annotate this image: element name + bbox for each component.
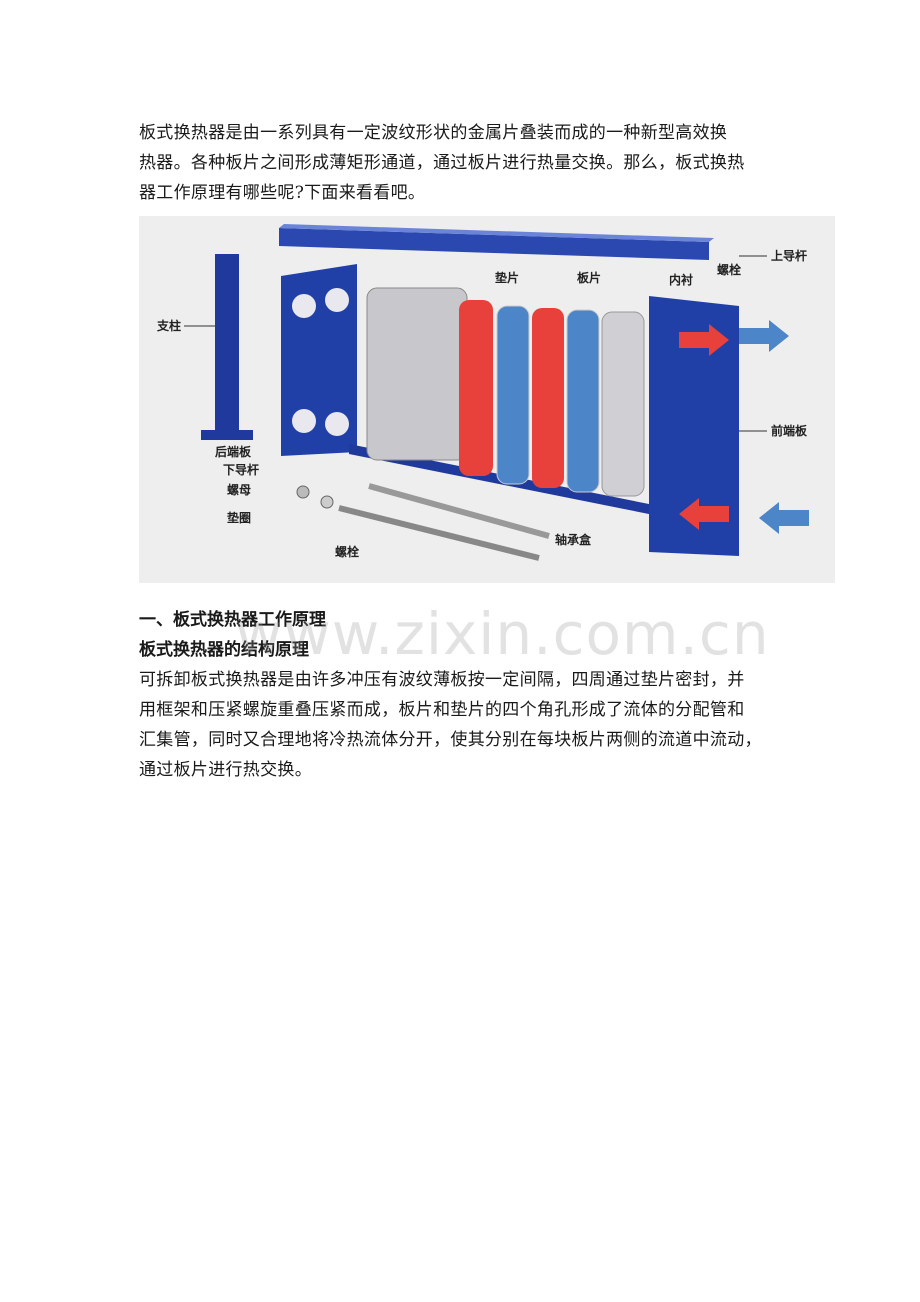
diagram-svg: 支柱 上导杆 螺栓 垫片 板片 内衬 前端板 后端板 下导杆 螺母 垫圈 轴承盒… [139, 216, 835, 583]
cold-plate-2 [566, 309, 600, 493]
cold-arrow-in [759, 502, 809, 534]
label-liner: 内衬 [669, 272, 693, 287]
cold-arrow-out [739, 320, 789, 352]
label-front-plate: 前端板 [771, 423, 808, 438]
label-bottom-rail: 下导杆 [223, 462, 259, 477]
label-bearing-box: 轴承盒 [555, 532, 592, 547]
label-bolt-top: 螺栓 [717, 262, 741, 277]
label-gasket: 垫片 [495, 270, 519, 285]
plate-pack [366, 287, 468, 461]
hot-plate-1 [459, 300, 493, 476]
section-line-2: 用框架和压紧螺旋重叠压紧而成，板片和垫片的四个角孔形成了流体的分配管和 [139, 700, 745, 720]
label-rear-plate: 后端板 [215, 444, 252, 459]
top-rail-top [279, 224, 714, 242]
intro-line-1: 板式换热器是由一系列具有一定波纹形状的金属片叠装而成的一种新型高效换 [139, 123, 728, 143]
section-heading: 一、板式换热器工作原理 [139, 610, 326, 630]
rear-plate-hole-2 [325, 288, 349, 312]
pillar-shape [215, 254, 239, 434]
top-rail-shape [279, 228, 709, 260]
label-top-rail: 上导杆 [771, 248, 807, 263]
front-plate-shape [649, 296, 739, 556]
intro-line-3: 器工作原理有哪些呢?下面来看看吧。 [139, 183, 426, 203]
section-line-1: 可拆卸板式换热器是由许多冲压有波纹薄板按一定间隔，四周通过垫片密封，并 [139, 670, 745, 690]
hot-plate-2 [532, 308, 564, 488]
plain-plate [601, 311, 645, 497]
section-line-3: 汇集管，同时又合理地将冷热流体分开，使其分别在每块板片两侧的流道中流动， [139, 730, 762, 750]
hot-arrow-out [679, 324, 729, 356]
plate-stack [366, 287, 645, 497]
label-plate: 板片 [577, 270, 601, 285]
document-body: 板式换热器是由一系列具有一定波纹形状的金属片叠装而成的一种新型高效换 热器。各种… [139, 118, 835, 785]
label-washer: 垫圈 [227, 510, 251, 525]
rear-plate-hole-1 [292, 294, 316, 318]
section-line-4: 通过板片进行热交换。 [139, 760, 312, 780]
rear-plate-hole-4 [325, 412, 349, 436]
heat-exchanger-diagram: 支柱 上导杆 螺栓 垫片 板片 内衬 前端板 后端板 下导杆 螺母 垫圈 轴承盒… [139, 216, 835, 583]
flow-arrows [679, 320, 809, 534]
label-pillar: 支柱 [156, 318, 181, 333]
washer-shape [320, 495, 334, 509]
cold-plate-1 [496, 305, 530, 485]
long-bolt-1 [338, 505, 540, 561]
long-bolt-2 [368, 483, 550, 539]
nut-shape [296, 485, 310, 499]
pillar-base [201, 430, 253, 440]
label-nut: 螺母 [227, 482, 251, 497]
hot-arrow-in [679, 498, 729, 530]
section-subheading: 板式换热器的结构原理 [139, 640, 309, 660]
intro-line-2: 热器。各种板片之间形成薄矩形通道，通过板片进行热量交换。那么，板式换热 [139, 153, 745, 173]
rear-plate-hole-3 [292, 409, 316, 433]
label-bolt-bottom: 螺栓 [335, 544, 359, 559]
